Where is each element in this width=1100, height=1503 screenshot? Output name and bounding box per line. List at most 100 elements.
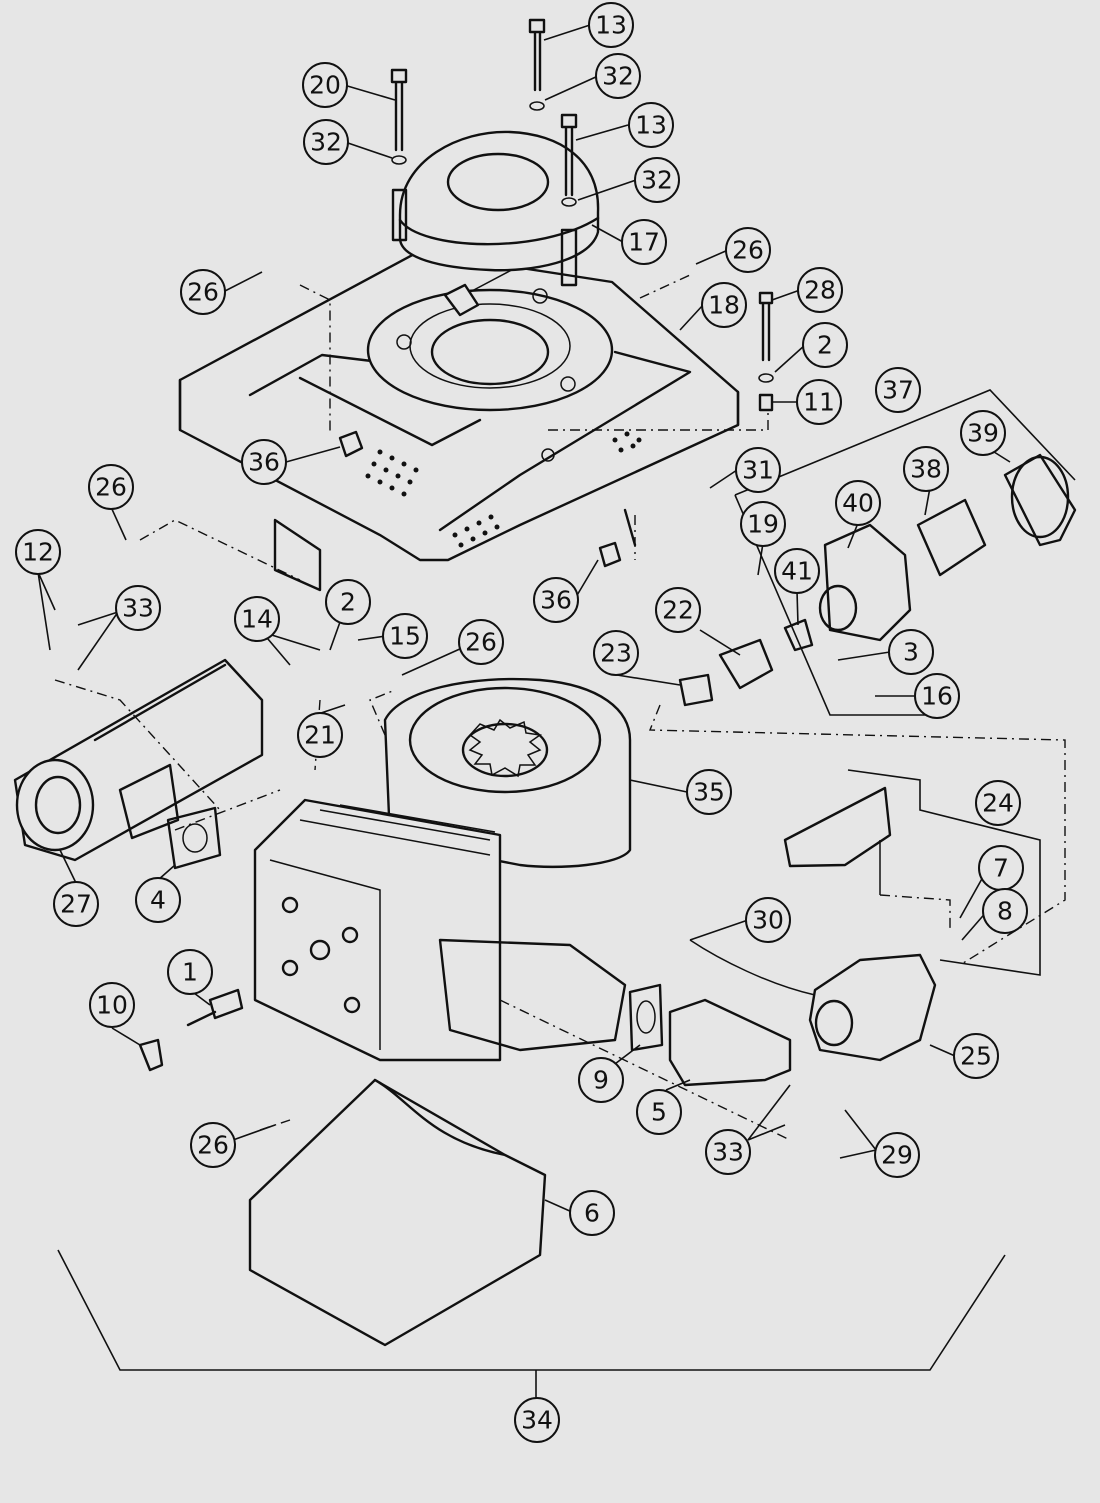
svg-text:27: 27	[60, 890, 92, 919]
bracket-part	[783, 786, 892, 895]
callout-20: 20	[302, 62, 348, 108]
svg-text:32: 32	[602, 62, 634, 91]
callout-31: 31	[735, 447, 781, 493]
fan-cover-part	[398, 130, 600, 272]
group-brackets	[57, 389, 1076, 1402]
svg-text:9: 9	[593, 1066, 609, 1095]
svg-text:38: 38	[910, 455, 942, 484]
svg-text:26: 26	[95, 473, 127, 502]
svg-text:16: 16	[921, 682, 953, 711]
assembly-lines	[54, 274, 1066, 1141]
callout-27: 27	[53, 881, 99, 927]
callout-33: 33	[115, 585, 161, 631]
svg-text:21: 21	[304, 721, 336, 750]
callout-32: 32	[595, 53, 641, 99]
svg-text:28: 28	[804, 276, 836, 305]
svg-text:34: 34	[521, 1406, 553, 1435]
svg-text:1: 1	[182, 958, 198, 987]
callout-24: 24	[975, 780, 1021, 826]
bolts-part	[390, 18, 774, 412]
svg-text:26: 26	[732, 236, 764, 265]
spark-plug-part	[138, 988, 244, 1072]
svg-text:12: 12	[22, 538, 54, 567]
callout-2: 2	[802, 322, 848, 368]
svg-text:6: 6	[584, 1199, 600, 1228]
callout-3: 3	[888, 629, 934, 675]
callout-38: 38	[903, 446, 949, 492]
svg-text:3: 3	[903, 638, 919, 667]
callout-32: 32	[303, 119, 349, 165]
intake-part	[668, 998, 792, 1087]
callout-26: 26	[725, 227, 771, 273]
callout-29: 29	[874, 1132, 920, 1178]
callout-1: 1	[167, 949, 213, 995]
callout-26: 26	[180, 269, 226, 315]
callout-25: 25	[953, 1033, 999, 1079]
callout-6: 6	[569, 1190, 615, 1236]
svg-text:13: 13	[635, 111, 667, 140]
svg-text:10: 10	[96, 991, 128, 1020]
callout-26: 26	[190, 1122, 236, 1168]
callout-39: 39	[960, 410, 1006, 456]
callout-4: 4	[135, 877, 181, 923]
air-filter-part	[783, 453, 1077, 652]
callout-11: 11	[796, 379, 842, 425]
svg-text:36: 36	[248, 448, 280, 477]
svg-text:35: 35	[693, 778, 725, 807]
callout-36: 36	[241, 439, 287, 485]
callout-35: 35	[686, 769, 732, 815]
callout-37: 37	[875, 367, 921, 413]
callout-23: 23	[593, 630, 639, 676]
blower-housing-part	[178, 250, 740, 592]
svg-text:7: 7	[993, 854, 1009, 883]
svg-text:18: 18	[708, 291, 740, 320]
callout-5: 5	[636, 1089, 682, 1135]
svg-text:39: 39	[967, 419, 999, 448]
svg-text:32: 32	[310, 128, 342, 157]
svg-text:11: 11	[803, 388, 835, 417]
svg-text:26: 26	[187, 278, 219, 307]
svg-text:33: 33	[122, 594, 154, 623]
callout-7: 7	[978, 845, 1024, 891]
svg-text:22: 22	[662, 596, 694, 625]
callout-17: 17	[621, 219, 667, 265]
callout-15: 15	[382, 613, 428, 659]
callout-18: 18	[701, 282, 747, 328]
svg-text:14: 14	[241, 605, 273, 634]
callout-26: 26	[458, 619, 504, 665]
callout-26: 26	[88, 464, 134, 510]
callout-22: 22	[655, 587, 701, 633]
callout-19: 19	[740, 501, 786, 547]
svg-text:24: 24	[982, 789, 1014, 818]
callouts: 13 20 32 32 13 32 17 26 26 18 28 2 37 11…	[15, 2, 1028, 1443]
svg-text:4: 4	[150, 886, 166, 915]
gaskets-part	[166, 806, 664, 1052]
callout-13: 13	[628, 102, 674, 148]
svg-text:15: 15	[389, 622, 421, 651]
svg-text:8: 8	[997, 897, 1013, 926]
hose-parts	[678, 638, 774, 707]
callout-14: 14	[234, 596, 280, 642]
svg-text:37: 37	[882, 376, 914, 405]
svg-text:26: 26	[465, 628, 497, 657]
svg-text:5: 5	[651, 1098, 667, 1127]
callout-28: 28	[797, 267, 843, 313]
svg-text:40: 40	[842, 489, 874, 518]
callout-40: 40	[835, 480, 881, 526]
engine-block-part	[253, 677, 632, 1062]
carburetor-part	[689, 939, 937, 1062]
svg-text:30: 30	[752, 906, 784, 935]
svg-text:23: 23	[600, 639, 632, 668]
svg-text:26: 26	[197, 1131, 229, 1160]
callout-34: 34	[514, 1397, 560, 1443]
svg-text:2: 2	[817, 331, 833, 360]
svg-text:32: 32	[641, 166, 673, 195]
svg-text:33: 33	[712, 1138, 744, 1167]
svg-text:41: 41	[781, 557, 813, 586]
lower-shroud-part	[248, 1078, 547, 1347]
svg-text:25: 25	[960, 1042, 992, 1071]
callout-36: 36	[533, 577, 579, 623]
callout-32: 32	[634, 157, 680, 203]
callout-12: 12	[15, 529, 61, 575]
